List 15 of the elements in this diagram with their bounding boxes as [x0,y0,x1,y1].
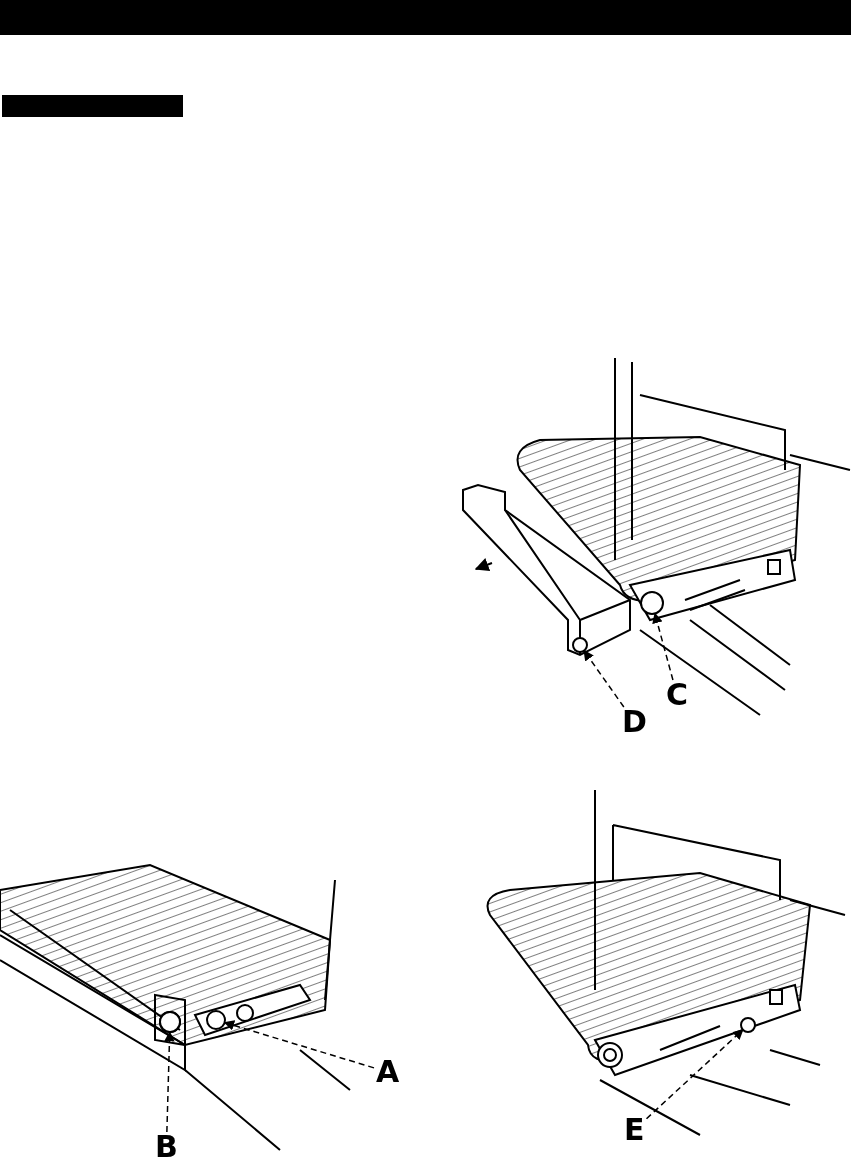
callout-letter: B [153,1132,180,1162]
callout-letter: D [620,707,649,737]
leader-line [652,612,674,681]
leader-line [164,1030,175,1133]
bolt-end [740,1017,756,1033]
callout-letter: E [622,1115,647,1145]
leader-line [583,649,625,708]
roller-end [640,591,664,615]
leader-line [223,1020,375,1069]
callout-letter: C [664,680,691,710]
callout-letter: A [374,1057,402,1087]
leader-line [645,1029,744,1120]
guard-end [572,637,588,653]
heading-bar [2,95,183,117]
header-bar [0,0,851,35]
